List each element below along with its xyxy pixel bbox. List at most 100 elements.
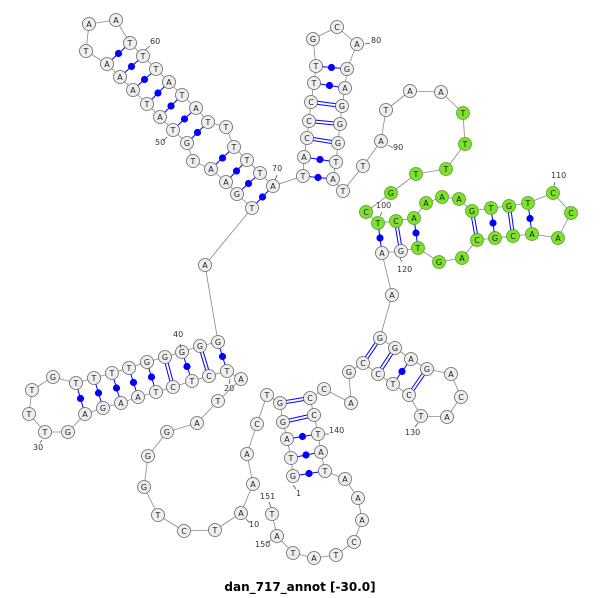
nucleotide-76[interactable]: T [307,76,321,90]
nucleotide-47[interactable]: A [204,162,218,176]
nucleotide-125[interactable]: A [404,352,418,366]
nucleotide-107[interactable]: T [484,201,498,215]
nucleotide-54[interactable]: A [113,70,127,84]
nucleotide-23[interactable]: C [166,380,180,394]
nucleotide-64[interactable]: A [189,101,203,115]
nucleotide-95[interactable]: T [458,137,472,151]
nucleotide-25[interactable]: A [131,390,145,404]
nucleotide-137[interactable]: C [317,382,331,396]
nucleotide-35[interactable]: T [87,371,101,385]
nucleotide-135[interactable]: G [342,365,356,379]
nucleotide-115[interactable]: G [488,231,502,245]
nucleotide-77[interactable]: T [309,59,323,73]
nucleotide-92[interactable]: A [403,84,417,98]
nucleotide-19[interactable]: A [234,372,248,386]
nucleotide-60[interactable]: T [136,49,150,63]
nucleotide-111[interactable]: C [564,206,578,220]
nucleotide-146[interactable]: C [347,535,361,549]
nucleotide-3[interactable]: A [280,432,294,446]
nucleotide-150[interactable]: A [270,529,284,543]
nucleotide-128[interactable]: C [454,390,468,404]
nucleotide-113[interactable]: A [525,227,539,241]
nucleotide-42[interactable]: G [211,335,225,349]
nucleotide-96[interactable]: T [439,162,453,176]
nucleotide-38[interactable]: G [140,355,154,369]
nucleotide-39[interactable]: G [158,350,172,364]
nucleotide-82[interactable]: A [338,81,352,95]
nucleotide-14[interactable]: G [137,480,151,494]
nucleotide-108[interactable]: G [502,199,516,213]
nucleotide-5[interactable]: G [273,396,287,410]
nucleotide-58[interactable]: A [109,13,123,27]
nucleotide-132[interactable]: T [386,377,400,391]
nucleotide-45[interactable]: G [230,187,244,201]
nucleotide-118[interactable]: G [432,255,446,269]
nucleotide-31[interactable]: T [22,407,36,421]
nucleotide-67[interactable]: T [227,140,241,154]
nucleotide-112[interactable]: A [551,231,565,245]
nucleotide-102[interactable]: A [407,211,421,225]
nucleotide-26[interactable]: A [114,396,128,410]
nucleotide-116[interactable]: C [470,233,484,247]
nucleotide-74[interactable]: C [302,114,316,128]
nucleotide-123[interactable]: G [373,331,387,345]
nucleotide-10[interactable]: A [234,506,248,520]
nucleotide-110[interactable]: C [546,186,560,200]
nucleotide-104[interactable]: A [435,190,449,204]
nucleotide-57[interactable]: A [82,17,96,31]
nucleotide-61[interactable]: T [149,62,163,76]
nucleotide-106[interactable]: G [465,204,479,218]
nucleotide-100[interactable]: T [371,216,385,230]
nucleotide-41[interactable]: G [193,339,207,353]
nucleotide-44[interactable]: T [245,201,259,215]
nucleotide-73[interactable]: C [300,131,314,145]
nucleotide-37[interactable]: T [122,361,136,375]
nucleotide-18[interactable]: T [211,394,225,408]
nucleotide-129[interactable]: A [440,410,454,424]
nucleotide-53[interactable]: A [126,83,140,97]
nucleotide-13[interactable]: T [151,508,165,522]
nucleotide-51[interactable]: A [153,110,167,124]
nucleotide-12[interactable]: C [177,524,191,538]
nucleotide-30[interactable]: T [38,425,52,439]
nucleotide-114[interactable]: C [506,229,520,243]
nucleotide-50[interactable]: T [166,123,180,137]
nucleotide-87[interactable]: A [326,172,340,186]
nucleotide-93[interactable]: A [434,85,448,99]
nucleotide-6[interactable]: T [260,388,274,402]
nucleotide-109[interactable]: T [521,196,535,210]
nucleotide-101[interactable]: C [389,214,403,228]
nucleotide-7[interactable]: C [250,417,264,431]
nucleotide-16[interactable]: G [160,425,174,439]
nucleotide-151[interactable]: T [265,507,279,521]
nucleotide-33[interactable]: G [46,370,60,384]
nucleotide-148[interactable]: A [307,551,321,565]
nucleotide-133[interactable]: C [371,367,385,381]
nucleotide-55[interactable]: A [100,57,114,71]
nucleotide-103[interactable]: A [419,196,433,210]
nucleotide-134[interactable]: C [356,356,370,370]
nucleotide-79[interactable]: C [330,20,344,34]
nucleotide-144[interactable]: A [351,491,365,505]
nucleotide-141[interactable]: A [314,445,328,459]
nucleotide-88[interactable]: T [336,184,350,198]
nucleotide-32[interactable]: T [25,383,39,397]
nucleotide-27[interactable]: G [96,401,110,415]
nucleotide-138[interactable]: C [303,391,317,405]
nucleotide-120[interactable]: G [394,244,408,258]
nucleotide-34[interactable]: T [69,376,83,390]
nucleotide-130[interactable]: T [414,409,428,423]
nucleotide-9[interactable]: A [246,477,260,491]
nucleotide-84[interactable]: G [333,117,347,131]
nucleotide-59[interactable]: T [123,36,137,50]
nucleotide-127[interactable]: A [444,367,458,381]
nucleotide-66[interactable]: T [219,120,233,134]
nucleotide-145[interactable]: A [355,513,369,527]
nucleotide-94[interactable]: T [456,106,470,120]
nucleotide-72[interactable]: A [297,150,311,164]
nucleotide-1[interactable]: G [286,469,300,483]
nucleotide-48[interactable]: T [186,154,200,168]
nucleotide-62[interactable]: A [162,75,176,89]
nucleotide-68[interactable]: T [240,153,254,167]
nucleotide-78[interactable]: G [306,32,320,46]
